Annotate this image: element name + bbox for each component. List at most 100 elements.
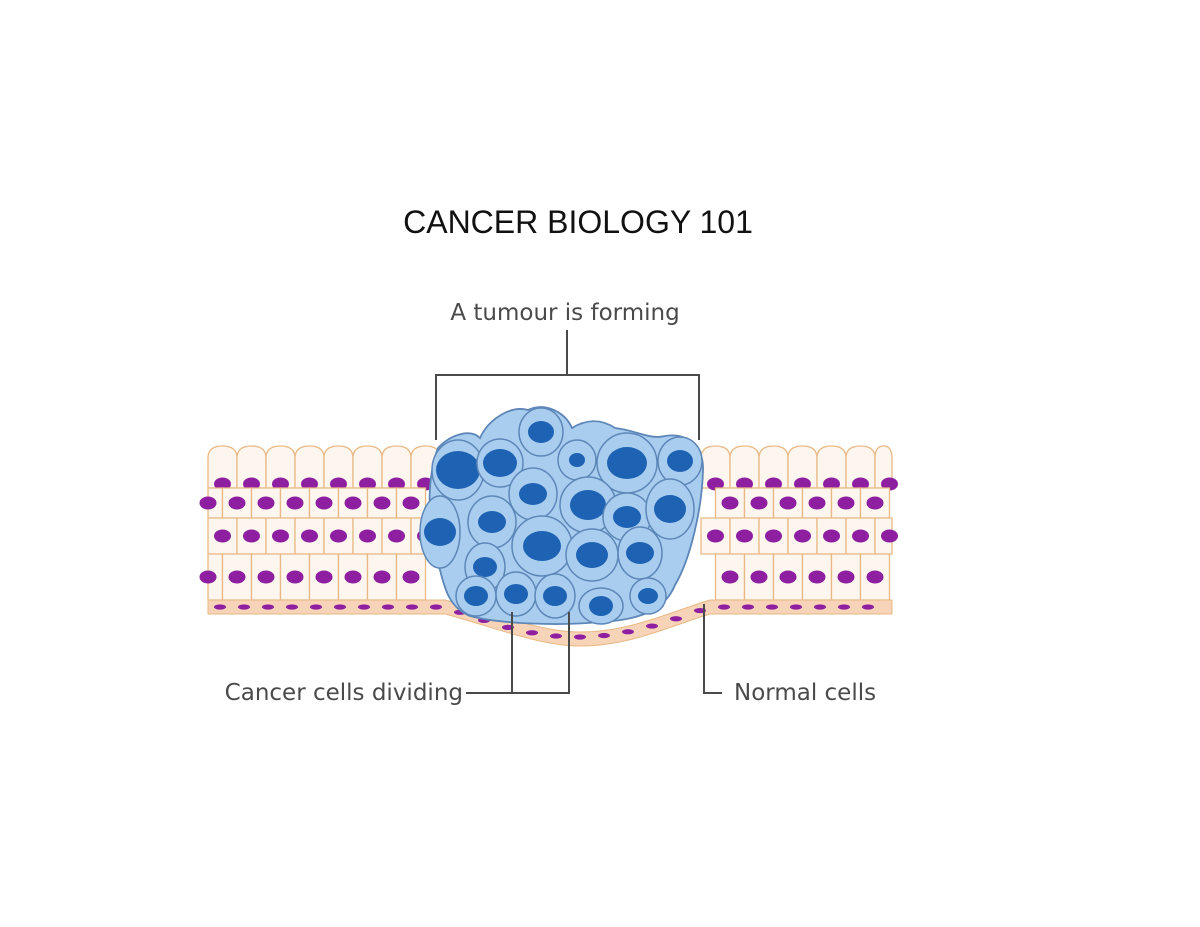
normal-cell-nucleus (228, 496, 246, 510)
basement-membrane-nuclei (214, 604, 874, 640)
normal-cell-nucleus (765, 477, 782, 491)
membrane-nucleus (862, 604, 874, 610)
normal-cell-nucleus (199, 496, 217, 510)
tumour-mass (419, 406, 704, 625)
normal-cell-nucleus (388, 477, 405, 491)
cancer-cell-nucleus (607, 447, 647, 479)
normal-cell-nucleus (257, 496, 275, 510)
cancer-cell-nucleus (436, 451, 480, 489)
normal-cell-nucleus (736, 529, 753, 543)
normal-cell-nucleus (721, 570, 739, 584)
slide-title: CANCER BIOLOGY 101 (403, 204, 753, 240)
membrane-nucleus (814, 604, 826, 610)
normal-cell-nucleus (286, 570, 304, 584)
normal-cell-nucleus (794, 529, 811, 543)
tumour-label: A tumour is forming (450, 300, 679, 326)
normal-cell-nucleus (214, 477, 231, 491)
cancer-cell-nucleus (543, 586, 567, 606)
cancer-cell-nucleus (519, 483, 547, 505)
normal-cell-nucleus (881, 529, 898, 543)
membrane-nucleus (238, 604, 250, 610)
membrane-nucleus (382, 604, 394, 610)
normal-cell-nucleus (286, 496, 304, 510)
normal-cell-nucleus (388, 529, 405, 543)
normal-cell-nucleus (866, 496, 884, 510)
membrane-nucleus (646, 623, 658, 629)
tumour-bracket (435, 330, 700, 440)
normal-cell-nucleus (315, 570, 333, 584)
normal-cell-nucleus (823, 477, 840, 491)
cancer-cells-label-group: Cancer cells dividing (225, 612, 570, 706)
membrane-nucleus (310, 604, 322, 610)
cancer-cells-label: Cancer cells dividing (225, 680, 463, 706)
normal-cell-nucleus (214, 529, 231, 543)
membrane-nucleus (766, 604, 778, 610)
normal-tissue (199, 445, 898, 647)
cancer-cell-nucleus (464, 586, 488, 606)
normal-cell-nucleus (272, 529, 289, 543)
normal-cell-nucleus (373, 496, 391, 510)
normal-cell-nucleus (330, 477, 347, 491)
normal-cell-nucleus (315, 496, 333, 510)
normal-cell-nucleus (344, 570, 362, 584)
membrane-nucleus (334, 604, 346, 610)
membrane-nucleus (622, 629, 634, 635)
cancer-cell-nucleus (570, 490, 606, 520)
normal-cell-nucleus (881, 477, 898, 491)
normal-cell-nucleus (359, 477, 376, 491)
normal-cell-nucleus (301, 477, 318, 491)
tumour-label-group: A tumour is forming (435, 300, 700, 440)
normal-cell-nucleus (344, 496, 362, 510)
membrane-nucleus (574, 634, 586, 640)
membrane-nucleus (742, 604, 754, 610)
basement-membrane (207, 599, 893, 647)
normal-cell-nucleus (721, 496, 739, 510)
normal-cell-nucleus (765, 529, 782, 543)
normal-cell-grid (199, 445, 898, 601)
normal-cells-label-group: Normal cells (703, 604, 876, 706)
normal-cell-nucleus (707, 477, 724, 491)
membrane-nucleus (718, 604, 730, 610)
normal-cell-nucleus (837, 496, 855, 510)
cancer-cell-nucleus (576, 542, 608, 568)
normal-cell-nucleus (707, 529, 724, 543)
membrane-nucleus (214, 604, 226, 610)
normal-cell-nucleus (866, 570, 884, 584)
cancer-cell-nucleus (626, 542, 654, 564)
normal-cell-nucleus (199, 570, 217, 584)
normal-cell-nucleus (243, 477, 260, 491)
cancer-cell-nucleus (504, 584, 528, 604)
cancer-cell-nucleus (523, 531, 561, 561)
cancer-cell-nucleus (483, 449, 517, 477)
cancer-cell-nucleus (478, 511, 506, 533)
normal-cell-nucleus (301, 529, 318, 543)
normal-cells-label: Normal cells (734, 680, 876, 706)
normal-cell-nucleus (272, 477, 289, 491)
cancer-cells-leader (466, 612, 570, 694)
normal-cell-nucleus (794, 477, 811, 491)
normal-cell-nucleus (750, 496, 768, 510)
normal-cell-nucleus (359, 529, 376, 543)
membrane-nucleus (406, 604, 418, 610)
normal-cell-nucleus (808, 570, 826, 584)
normal-cell-nucleus (852, 477, 869, 491)
membrane-nucleus (286, 604, 298, 610)
cancer-cell-nucleus (613, 506, 641, 528)
normal-cell-nucleus (779, 496, 797, 510)
membrane-nucleus (670, 616, 682, 622)
normal-cell-nucleus (373, 570, 391, 584)
normal-cell-nucleus (808, 496, 826, 510)
membrane-nucleus (838, 604, 850, 610)
normal-cell-nucleus (736, 477, 753, 491)
cancer-cell-nucleus (589, 596, 613, 616)
cancer-cell-nucleus (473, 557, 497, 577)
cancer-cell-nucleus (528, 421, 554, 443)
normal-cell-nucleus (750, 570, 768, 584)
normal-cells-leader (703, 604, 722, 694)
normal-cell-nucleus (330, 529, 347, 543)
membrane-nucleus (598, 632, 610, 639)
normal-cell-nucleus (243, 529, 260, 543)
cancer-cell-nucleus (638, 588, 658, 604)
cancer-cell-nucleus (424, 518, 456, 546)
